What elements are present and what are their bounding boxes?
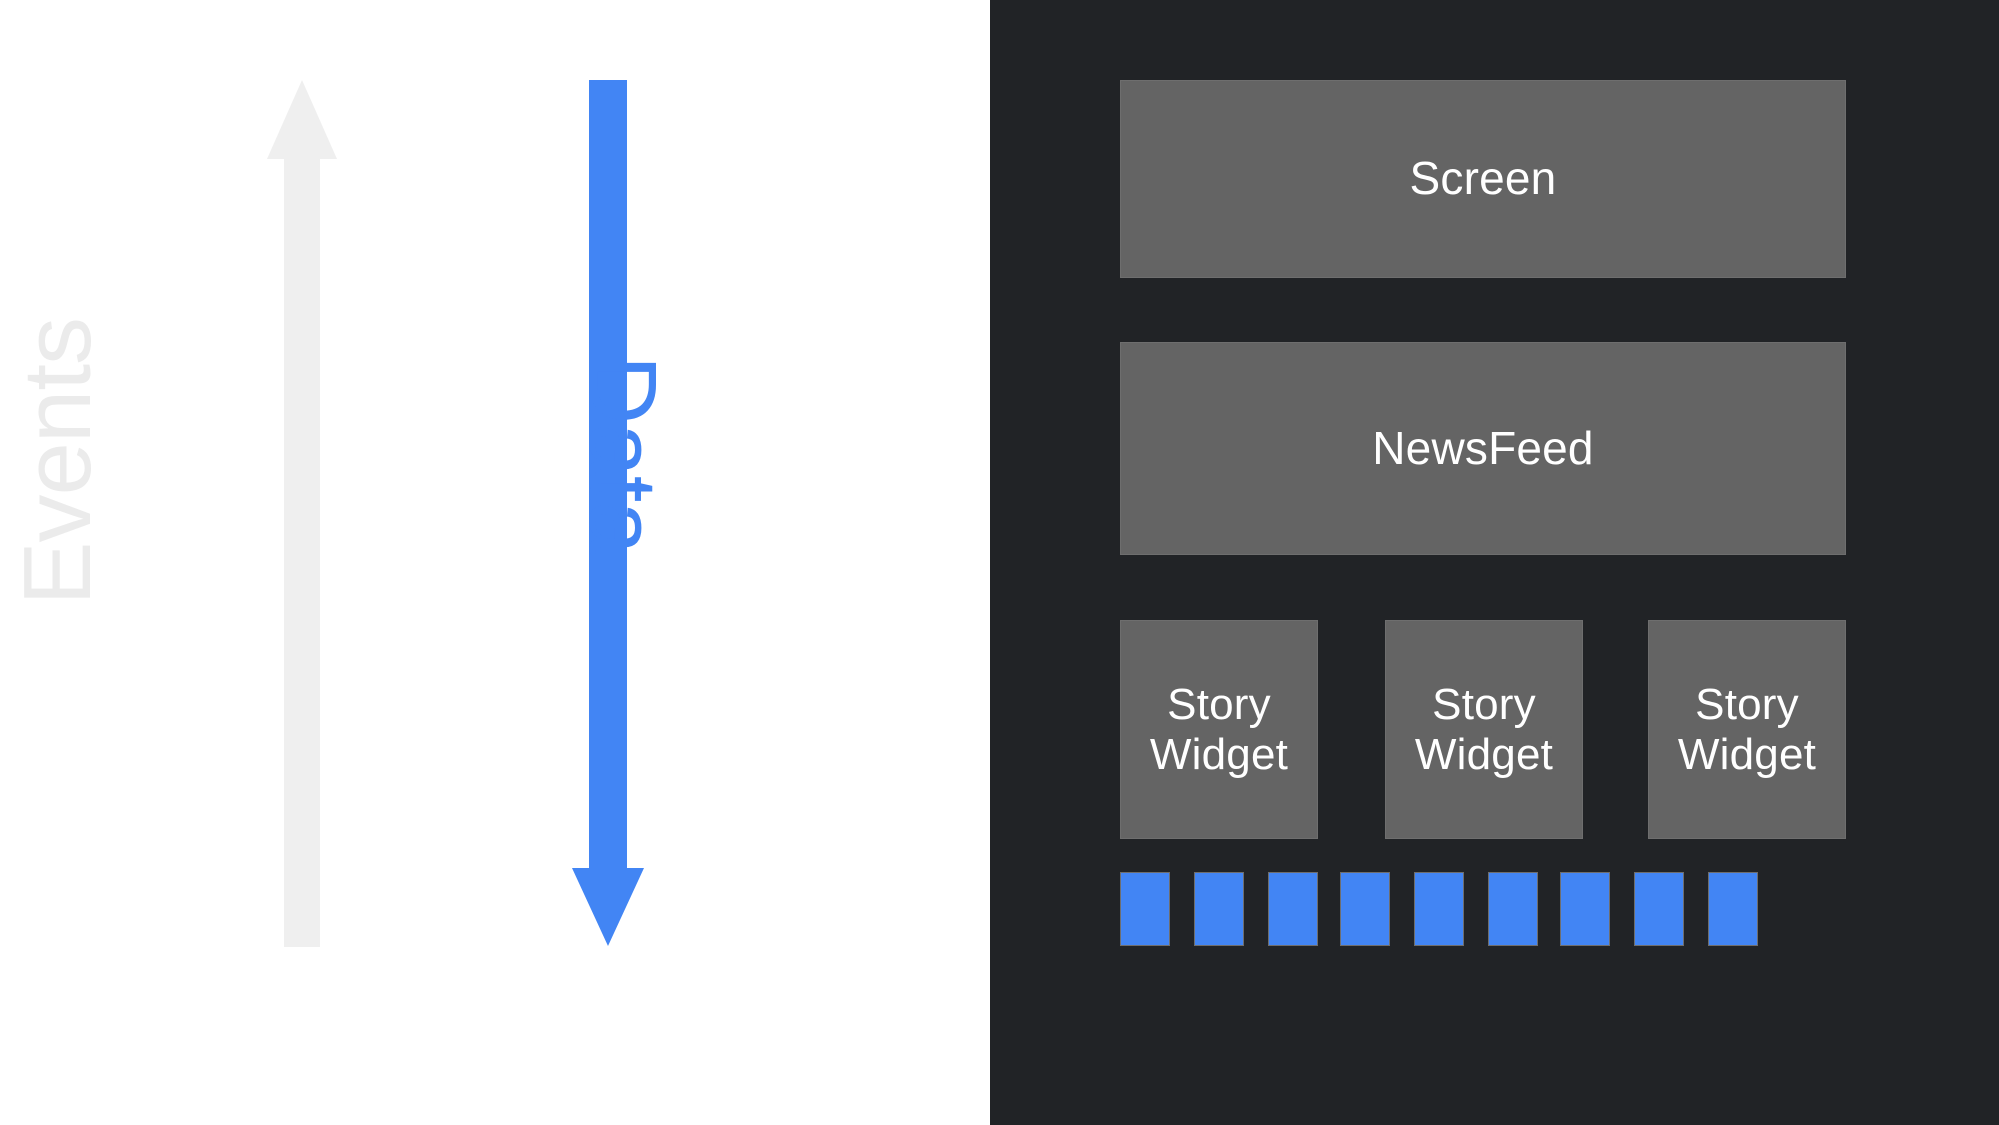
story-widget-label-1: Story Widget: [1149, 680, 1289, 779]
leaf-node[interactable]: [1560, 872, 1610, 946]
screen-node-label: Screen: [1409, 152, 1557, 205]
story-widget-node-3[interactable]: Story Widget: [1648, 620, 1846, 839]
leaf-node[interactable]: [1414, 872, 1464, 946]
leaf-node[interactable]: [1488, 872, 1538, 946]
flow-legend-panel: Events Data: [0, 0, 990, 1125]
story-widget-label-2: Story Widget: [1414, 680, 1554, 779]
arrow-down-icon: [572, 80, 644, 946]
newsfeed-node-label: NewsFeed: [1372, 421, 1594, 474]
data-axis-label: Data: [569, 355, 676, 554]
screen-node[interactable]: Screen: [1120, 80, 1846, 278]
leaf-node[interactable]: [1634, 872, 1684, 946]
story-widget-row: Story Widget Story Widget Story Widget: [1120, 620, 1846, 839]
component-tree-panel: Screen NewsFeed Story Widget Story Widge…: [990, 0, 1999, 1125]
story-widget-node-2[interactable]: Story Widget: [1385, 620, 1583, 839]
leaf-group-3: [1560, 872, 1758, 946]
leaf-group-2: [1340, 872, 1538, 946]
leaf-group-1: [1120, 872, 1318, 946]
leaf-node[interactable]: [1120, 872, 1170, 946]
events-axis-label: Events: [4, 318, 111, 606]
events-flow-arrow: [0, 0, 400, 1125]
arrow-up-icon: [267, 80, 337, 947]
story-widget-node-1[interactable]: Story Widget: [1120, 620, 1318, 839]
leaf-node[interactable]: [1708, 872, 1758, 946]
data-flow-arrow: [530, 0, 790, 1125]
leaf-node[interactable]: [1340, 872, 1390, 946]
leaf-node[interactable]: [1194, 872, 1244, 946]
story-widget-label-3: Story Widget: [1677, 680, 1817, 779]
leaf-node[interactable]: [1268, 872, 1318, 946]
leaf-node-row: [1120, 872, 1846, 946]
newsfeed-node[interactable]: NewsFeed: [1120, 342, 1846, 555]
